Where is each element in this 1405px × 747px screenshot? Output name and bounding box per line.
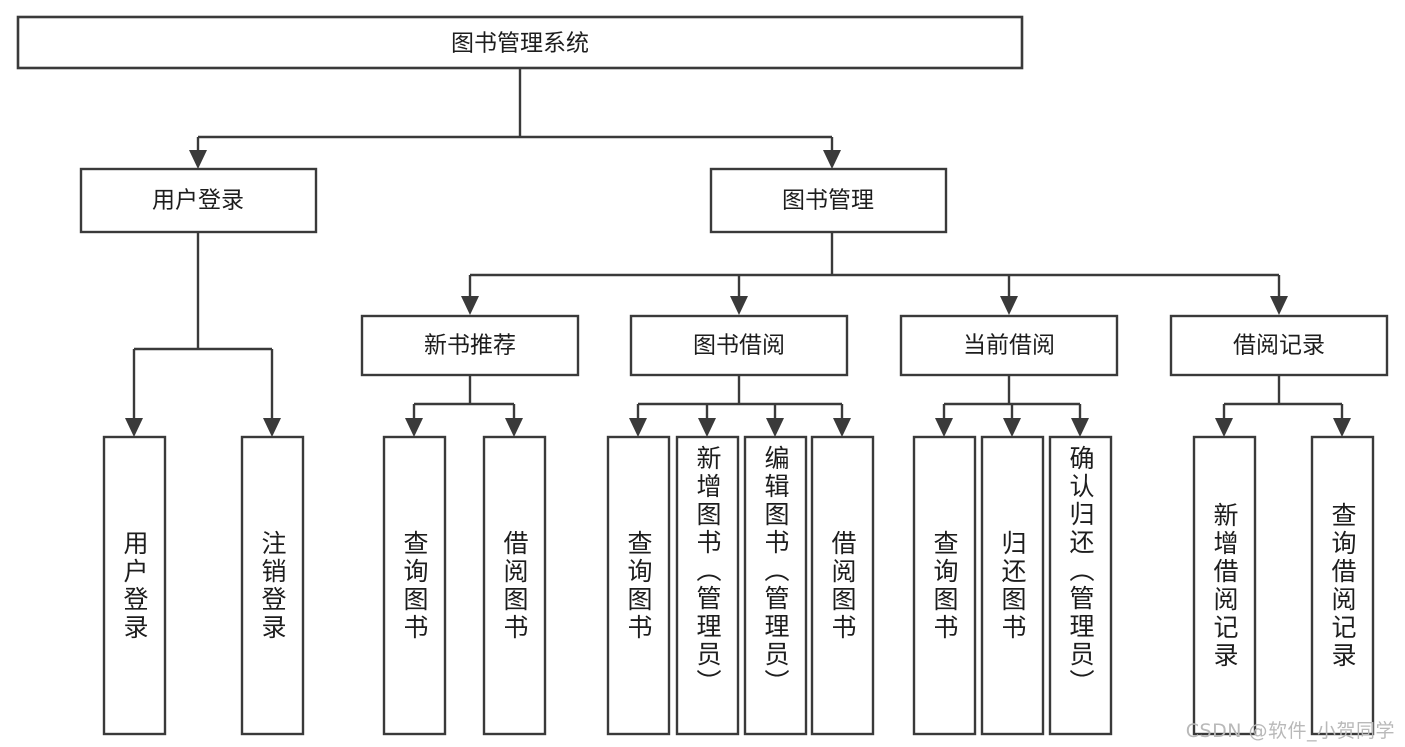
node-leaf-borrow-book-1[interactable]	[482, 435, 547, 736]
node-leaf-query-book-1[interactable]	[382, 435, 447, 736]
node-leaf-query-record[interactable]	[1310, 435, 1375, 736]
node-book-management-system[interactable]: 图书管理系统	[16, 15, 1024, 70]
node-label-book-management: 图书管理	[782, 188, 874, 214]
node-leaf-confirm-return[interactable]	[1048, 435, 1113, 736]
node-leaf-edit-book[interactable]	[743, 435, 808, 736]
node-label-root: 图书管理系统	[451, 31, 589, 57]
node-book-borrow[interactable]: 图书借阅	[629, 314, 849, 377]
node-user-login[interactable]: 用户登录	[79, 167, 318, 234]
node-leaf-user-login[interactable]	[102, 435, 167, 736]
connector-newbook-to-leaves	[405, 375, 523, 437]
leaf-boxes	[102, 435, 1375, 736]
connector-currentborrow-to-leaves	[935, 375, 1089, 437]
node-current-borrow[interactable]: 当前借阅	[899, 314, 1119, 377]
node-leaf-query-book-2[interactable]	[606, 435, 671, 736]
node-borrow-record[interactable]: 借阅记录	[1169, 314, 1389, 377]
connector-root-to-level2	[189, 68, 841, 169]
node-leaf-return-book[interactable]	[980, 435, 1045, 736]
node-new-book-recommend[interactable]: 新书推荐	[360, 314, 580, 377]
node-label-book-borrow: 图书借阅	[693, 333, 785, 359]
node-leaf-logout[interactable]	[240, 435, 305, 736]
node-leaf-borrow-book-2[interactable]	[810, 435, 875, 736]
connector-userlogin-to-leaves	[125, 232, 281, 437]
node-leaf-add-book[interactable]	[675, 435, 740, 736]
node-leaf-add-record[interactable]	[1192, 435, 1257, 736]
node-label-new-book-recommend: 新书推荐	[424, 333, 516, 359]
connector-borrowrecord-to-leaves	[1215, 375, 1351, 437]
node-book-management[interactable]: 图书管理	[709, 167, 948, 234]
connector-bookborrow-to-leaves	[629, 375, 851, 437]
node-label-user-login: 用户登录	[152, 188, 244, 214]
connector-bookmgmt-to-level3	[461, 232, 1288, 315]
node-label-current-borrow: 当前借阅	[963, 333, 1055, 359]
csdn-watermark: CSDN @软件_小贺同学	[1185, 720, 1395, 742]
node-label-borrow-record: 借阅记录	[1233, 333, 1325, 359]
node-leaf-query-book-3[interactable]	[912, 435, 977, 736]
